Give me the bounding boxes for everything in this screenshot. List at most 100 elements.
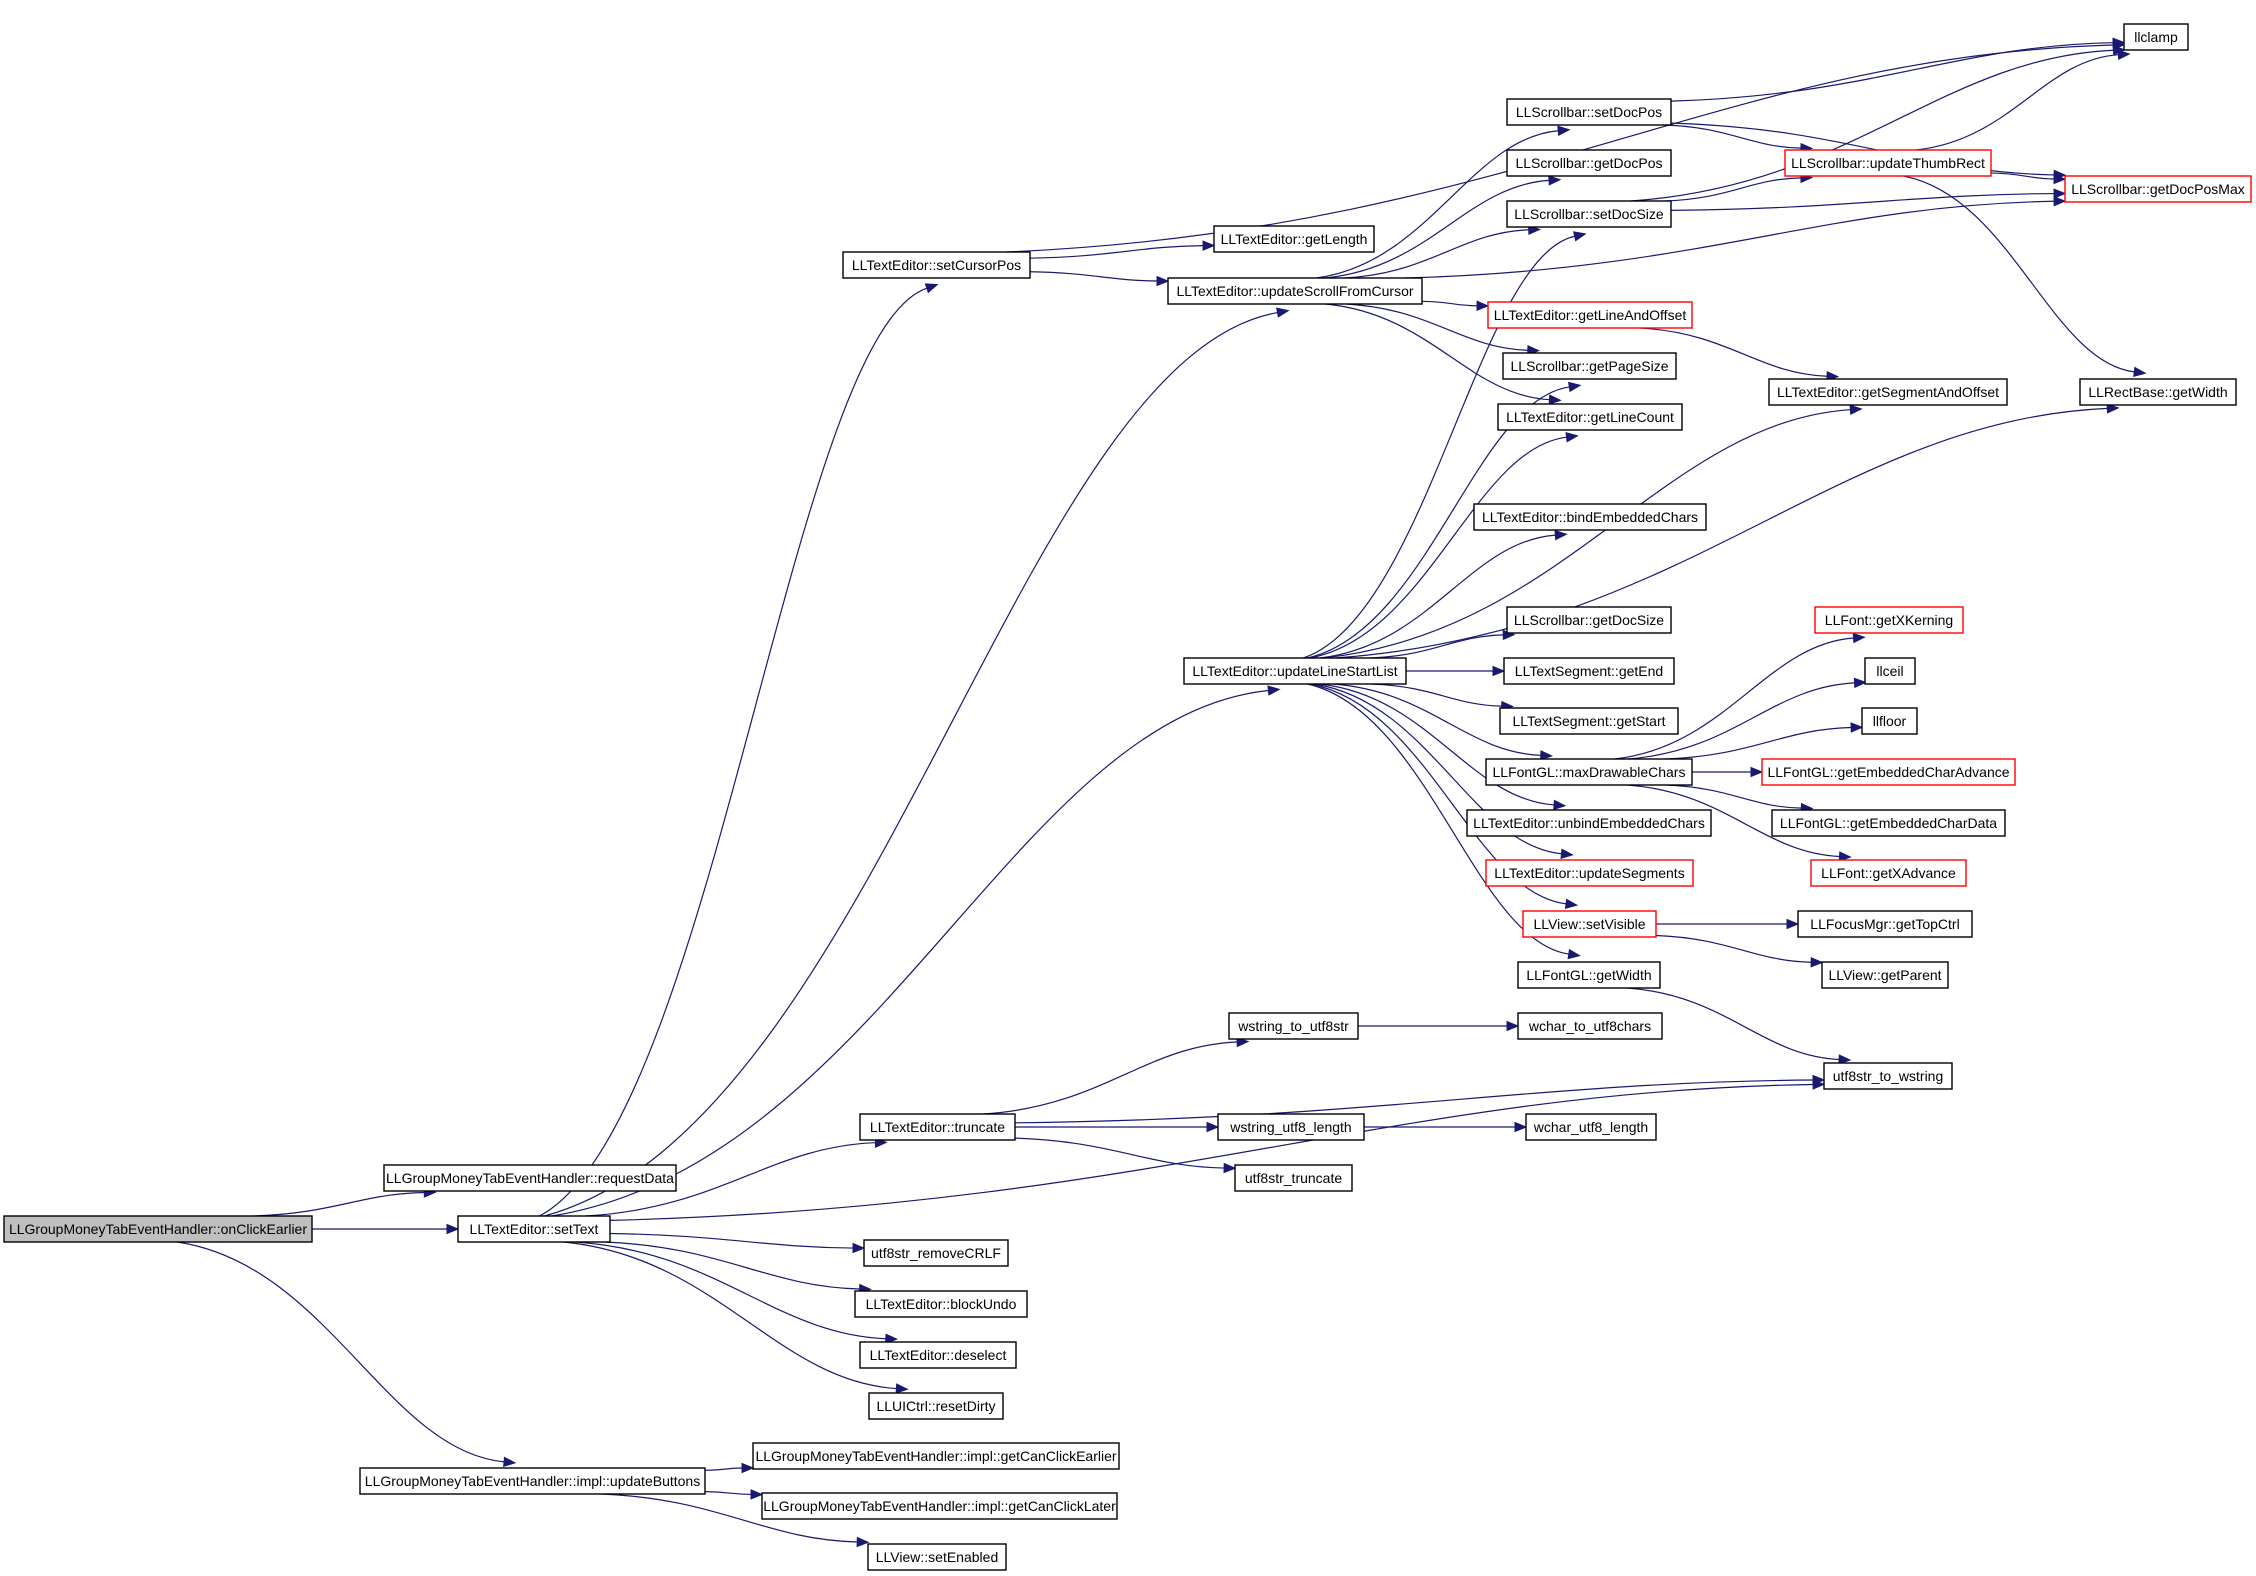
arrowhead-icon <box>1506 1020 1520 1032</box>
edge-line <box>1903 175 2135 373</box>
edge-line <box>1369 634 1504 659</box>
edge-line <box>1421 300 1478 307</box>
node-lltexteditor-settext[interactable]: LLTextEditor::setText <box>457 1215 611 1243</box>
arrowhead-icon <box>1565 432 1579 443</box>
node-lltexteditor-truncate[interactable]: LLTextEditor::truncate <box>859 1113 1016 1141</box>
call-edge-settext-to-deselect <box>575 1241 899 1344</box>
node-label: LLFontGL::getEmbeddedCharAdvance <box>1767 764 2009 780</box>
edge-line <box>1630 49 2114 202</box>
node-llfont-getxadvance[interactable]: LLFont::getXAdvance <box>1810 859 1967 887</box>
node-lluictrl-resetdirty[interactable]: LLUICtrl::resetDirty <box>868 1392 1004 1420</box>
node-label: LLTextEditor::getLineCount <box>1506 409 1674 425</box>
edge-line <box>252 1191 425 1217</box>
node-box <box>1517 961 1661 989</box>
node-box <box>1784 149 1992 177</box>
node-lltexteditor-unbindembeddedchars[interactable]: LLTextEditor::unbindEmbeddedChars <box>1466 809 1712 837</box>
node-llview-setenabled[interactable]: LLView::setEnabled <box>867 1543 1007 1571</box>
node-lltexteditor-getlineandoffset[interactable]: LLTextEditor::getLineAndOffset <box>1487 301 1693 329</box>
node-box <box>1506 200 1672 228</box>
node-lltexteditor-updatescrollfromcursor[interactable]: LLTextEditor::updateScrollFromCursor <box>1167 277 1423 305</box>
call-edge-updatescrollfromcursor-to-getlinecount <box>1325 303 1562 405</box>
node-lltexteditor-getlinecount[interactable]: LLTextEditor::getLineCount <box>1497 403 1683 431</box>
node-label: LLTextEditor::getSegmentAndOffset <box>1777 384 1999 400</box>
edge-line <box>575 1241 886 1340</box>
edge-line <box>544 311 1278 1217</box>
arrowhead-icon <box>1568 381 1582 393</box>
call-edge-maxdrawablechars-to-getembeddedchardata <box>1665 784 1814 814</box>
node-lltextsegment-getend[interactable]: LLTextSegment::getEnd <box>1503 657 1675 685</box>
node-wchar-to-utf8chars[interactable]: wchar_to_utf8chars <box>1517 1012 1663 1040</box>
arrowhead-icon <box>1202 240 1216 251</box>
node-wchar-utf8-length[interactable]: wchar_utf8_length <box>1525 1113 1657 1141</box>
node-llfontgl-getembeddedchardata[interactable]: LLFontGL::getEmbeddedCharData <box>1771 809 2006 837</box>
node-llfontgl-maxdrawablechars[interactable]: LLFontGL::maxDrawableChars <box>1485 758 1693 786</box>
arrowhead-icon <box>446 1223 460 1235</box>
node-label: LLGroupMoneyTabEventHandler::impl::getCa… <box>755 1448 1116 1464</box>
node-llfloor[interactable]: llfloor <box>1861 707 1918 735</box>
node-llview-getparent[interactable]: LLView::getParent <box>1821 961 1949 989</box>
node-box <box>1525 1113 1657 1141</box>
node-box <box>867 1543 1007 1571</box>
call-edge-setcursorpos-to-updatescrollfromcursor <box>1029 271 1170 287</box>
node-llscrollbar-updatethumbrect[interactable]: LLScrollbar::updateThumbRect <box>1784 149 1992 177</box>
arrowhead-icon <box>1849 404 1863 415</box>
node-llscrollbar-getdocpos[interactable]: LLScrollbar::getDocPos <box>1506 149 1672 177</box>
node-lltexteditor-getlength[interactable]: LLTextEditor::getLength <box>1213 225 1375 253</box>
call-edge-updatescrollfromcursor-to-sbgetdocpos <box>1324 175 1562 279</box>
edge-line <box>1310 683 1567 905</box>
node-llclamp[interactable]: llclamp <box>2123 23 2189 51</box>
node-lltexteditor-getsegmentandoffset[interactable]: LLTextEditor::getSegmentAndOffset <box>1768 378 2008 406</box>
node-llscrollbar-setdocpos[interactable]: LLScrollbar::setDocPos <box>1506 98 1672 126</box>
node-llgroupmoneytabeventhandler-impl-getcanclickearlier[interactable]: LLGroupMoneyTabEventHandler::impl::getCa… <box>752 1442 1120 1470</box>
node-lltexteditor-setcursorpos[interactable]: LLTextEditor::setCursorPos <box>842 251 1031 279</box>
node-utf8str-to-wstring[interactable]: utf8str_to_wstring <box>1823 1062 1953 1090</box>
node-llgroupmoneytabeventhandler-impl-updatebuttons[interactable]: LLGroupMoneyTabEventHandler::impl::updat… <box>359 1467 706 1495</box>
arrowhead-icon <box>1838 851 1852 862</box>
call-edge-updatelinestartlist-to-seggetend <box>1406 665 1506 677</box>
node-utf8str-removecrlf[interactable]: utf8str_removeCRLF <box>863 1239 1009 1267</box>
call-edge-maxdrawablechars-to-llfloor <box>1665 722 1864 760</box>
call-edge-updatethumbrect-to-getdocposmax <box>1990 172 2067 185</box>
node-llscrollbar-getdocposmax[interactable]: LLScrollbar::getDocPosMax <box>2064 175 2252 203</box>
node-label: LLGroupMoneyTabEventHandler::impl::getCa… <box>763 1498 1116 1514</box>
node-lltexteditor-blockundo[interactable]: LLTextEditor::blockUndo <box>854 1290 1028 1318</box>
node-llfocusmgr-gettopctrl[interactable]: LLFocusMgr::getTopCtrl <box>1797 910 1973 938</box>
node-label: LLFontGL::getEmbeddedCharData <box>1780 815 1997 831</box>
node-box <box>1864 657 1916 685</box>
node-llceil[interactable]: llceil <box>1864 657 1916 685</box>
node-label: LLScrollbar::getDocSize <box>1514 612 1664 628</box>
node-lltexteditor-bindembeddedchars[interactable]: LLTextEditor::bindEmbeddedChars <box>1473 503 1707 531</box>
node-box <box>457 1215 611 1243</box>
call-edge-setvisible-to-getparent <box>1655 934 1824 968</box>
edge-line <box>1627 682 1855 760</box>
node-llrectbase-getwidth[interactable]: LLRectBase::getWidth <box>2079 378 2237 406</box>
node-llscrollbar-getpagesize[interactable]: LLScrollbar::getPageSize <box>1502 352 1677 380</box>
node-wstring-utf8-length[interactable]: wstring_utf8_length <box>1217 1113 1365 1141</box>
edge-line <box>1665 784 1802 809</box>
arrowhead-icon <box>1223 1162 1237 1174</box>
node-lltextsegment-getstart[interactable]: LLTextSegment::getStart <box>1499 707 1679 735</box>
call-edge-onclickearlier-to-updatebuttons <box>177 1241 517 1468</box>
node-wstring-to-utf8str[interactable]: wstring_to_utf8str <box>1228 1012 1359 1040</box>
node-box <box>1183 657 1407 685</box>
node-box <box>842 251 1031 279</box>
node-box <box>1485 758 1693 786</box>
node-lltexteditor-deselect[interactable]: LLTextEditor::deselect <box>859 1341 1017 1369</box>
node-llgroupmoneytabeventhandler-onclickearlier: LLGroupMoneyTabEventHandler::onClickEarl… <box>3 1215 313 1243</box>
node-llfontgl-getembeddedcharadvance[interactable]: LLFontGL::getEmbeddedCharAdvance <box>1761 758 2016 786</box>
node-lltexteditor-updatelinestartlist[interactable]: LLTextEditor::updateLineStartList <box>1183 657 1407 685</box>
node-box <box>383 1164 677 1192</box>
node-label: LLView::setEnabled <box>876 1549 998 1565</box>
node-utf8str-truncate[interactable]: utf8str_truncate <box>1234 1164 1353 1192</box>
node-llscrollbar-setdocsize[interactable]: LLScrollbar::setDocSize <box>1506 200 1672 228</box>
node-llgroupmoneytabeventhandler-requestdata[interactable]: LLGroupMoneyTabEventHandler::requestData <box>383 1164 677 1192</box>
node-box <box>1768 378 2008 406</box>
node-lltexteditor-updatesegments[interactable]: LLTextEditor::updateSegments <box>1485 859 1694 887</box>
node-llfontgl-getwidth[interactable]: LLFontGL::getWidth <box>1517 961 1661 989</box>
node-llfont-getxkerning[interactable]: LLFont::getXKerning <box>1814 606 1964 634</box>
edge-line <box>609 1083 1814 1222</box>
edge-line <box>1335 407 2108 659</box>
node-llscrollbar-getdocsize[interactable]: LLScrollbar::getDocSize <box>1506 606 1672 634</box>
node-llview-setvisible[interactable]: LLView::setVisible <box>1522 910 1657 938</box>
node-llgroupmoneytabeventhandler-impl-getcanclicklater[interactable]: LLGroupMoneyTabEventHandler::impl::getCa… <box>761 1492 1118 1520</box>
